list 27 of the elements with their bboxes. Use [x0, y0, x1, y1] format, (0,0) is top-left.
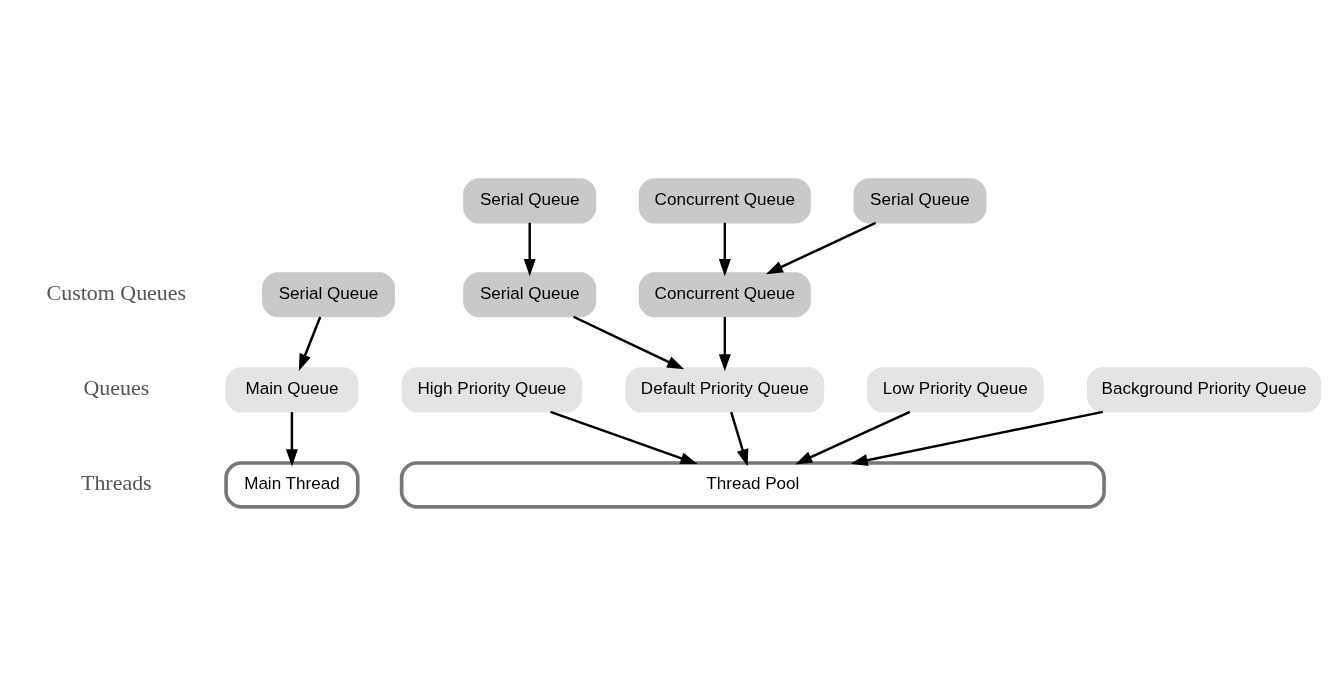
arrow [718, 316, 731, 371]
arrow [765, 221, 877, 274]
node-box: Background Priority Queue [1087, 366, 1322, 412]
node-box: Low Priority Queue [866, 366, 1044, 412]
node-box: Concurrent Queue [638, 177, 811, 223]
node-box: Serial Queue [463, 271, 597, 317]
arrow [850, 410, 1104, 466]
arrow [718, 222, 731, 276]
node-box: High Priority Queue [401, 366, 583, 412]
arrow [298, 316, 322, 371]
arrow [572, 315, 685, 369]
arrow [285, 411, 298, 466]
node-box: Thread Pool [399, 460, 1106, 509]
arrow [795, 410, 911, 464]
node-box: Serial Queue [463, 177, 597, 223]
node-box: Main Thread [224, 460, 360, 509]
arrow [730, 411, 749, 466]
label: Threads [80, 469, 152, 495]
node-box: Concurrent Queue [638, 271, 811, 317]
arrow [523, 222, 536, 276]
node-box: Default Priority Queue [625, 366, 825, 412]
arrow [550, 410, 698, 464]
label: Custom Queues [46, 279, 187, 305]
node-box: Serial Queue [262, 271, 395, 317]
node-box: Main Queue [225, 366, 359, 412]
node-box: Serial Queue [853, 177, 987, 223]
label: Queues [83, 374, 150, 400]
